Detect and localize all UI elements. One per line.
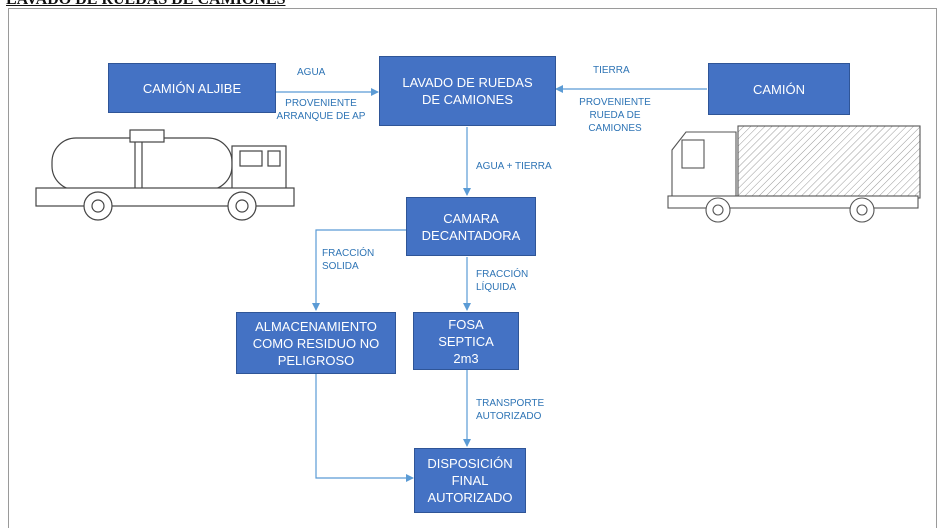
node-camion: CAMIÓN [708,63,850,115]
label-agua-source: PROVENIENTE ARRANQUE DE AP [276,98,366,122]
label-tierra-source: PROVENIENTE RUEDA DE CAMIONES [579,97,651,134]
cargo-truck-icon [667,125,921,223]
page-heading: LAVADO DE RUEDAS DE CAMIONES [6,0,285,9]
label-agua-tierra: AGUA + TIERRA [476,161,552,172]
label-tierra: TIERRA [593,65,630,76]
label-agua: AGUA [297,67,326,78]
water-tanker-truck-icon [35,129,295,221]
node-camara-decantadora: CAMARA DECANTADORA [406,197,536,256]
arrow-fraccion-solida [312,229,406,311]
label-fraccion-solida: FRACCIÓN SOLIDA [322,248,375,272]
label-fraccion-liquida: FRACCIÓN LÍQUIDA [476,269,529,293]
label-transporte: TRANSPORTE AUTORIZADO [476,398,545,422]
node-disposicion-final: DISPOSICIÓN FINAL AUTORIZADO [414,448,526,513]
node-camion-aljibe: CAMIÓN ALJIBE [108,63,276,113]
arrow-almacenamiento-disposicion [315,374,414,482]
node-almacenamiento: ALMACENAMIENTO COMO RESIDUO NO PELIGROSO [236,312,396,374]
node-fosa-septica: FOSA SEPTICA 2m3 [413,312,519,370]
node-lavado-ruedas: LAVADO DE RUEDAS DE CAMIONES [379,56,556,126]
diagram-frame [8,8,937,528]
